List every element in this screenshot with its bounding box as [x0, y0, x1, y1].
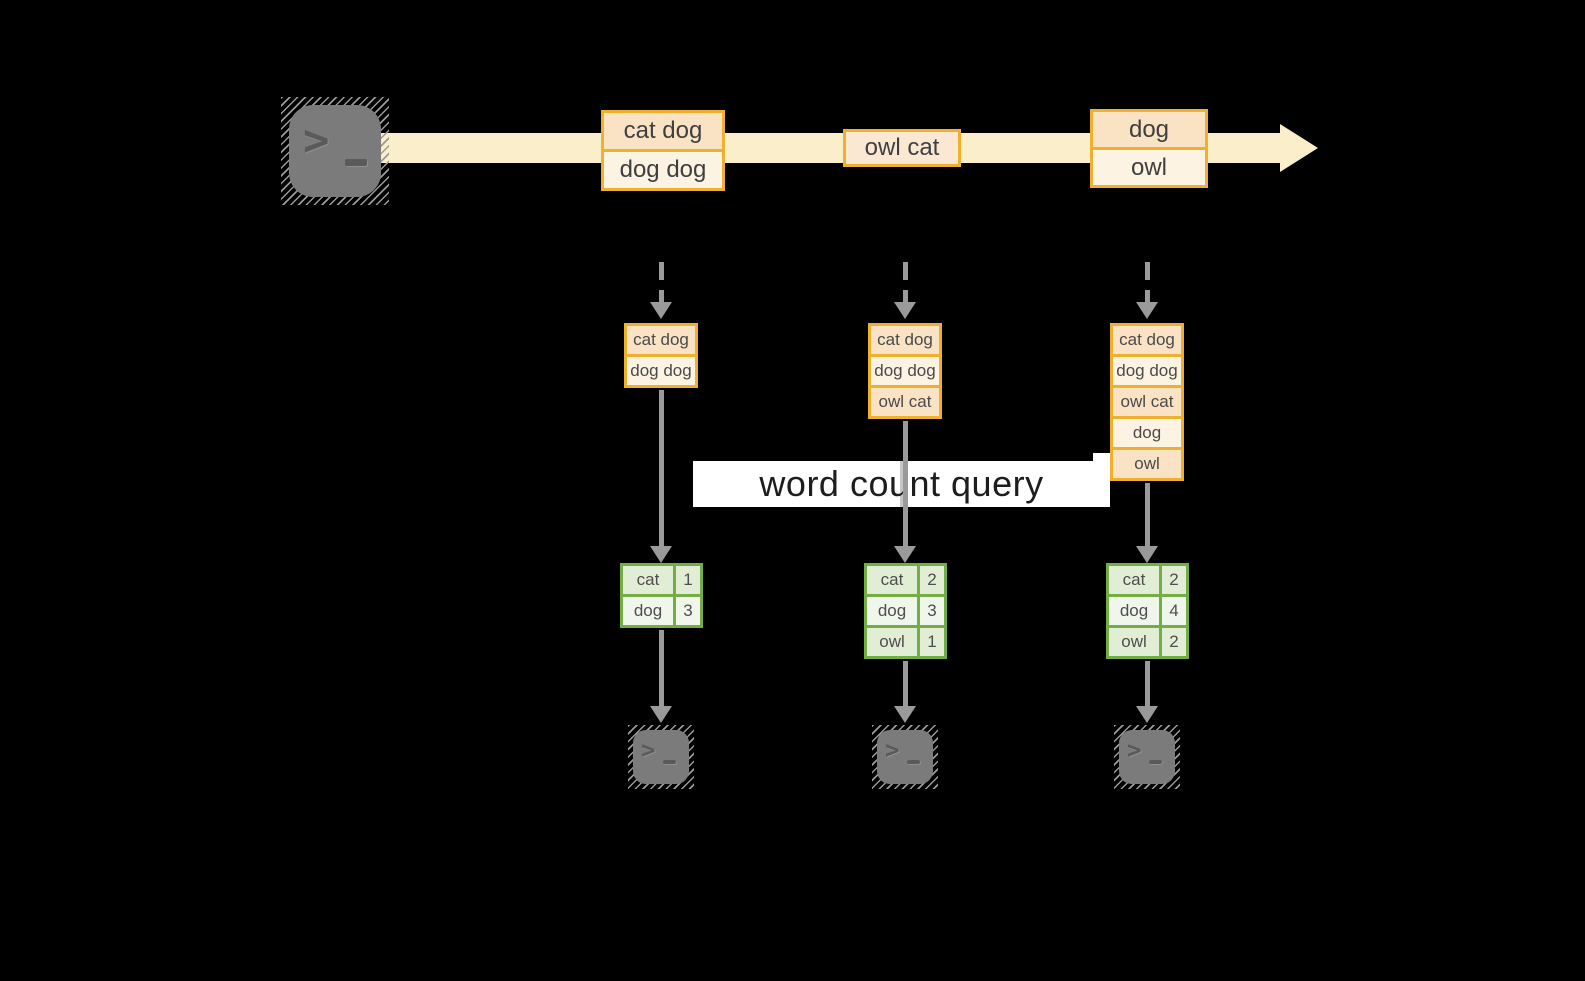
dashed-arrow	[650, 262, 672, 319]
count-table-3: cat 2 dog 4 owl 2	[1106, 563, 1189, 659]
arrowhead-icon	[894, 706, 916, 723]
sink-terminal-icon: >	[1114, 725, 1180, 789]
event-cell: dog	[1093, 112, 1205, 147]
arrow-line	[658, 630, 664, 706]
arrow-line	[1144, 262, 1150, 302]
buffer-cell: owl	[1113, 447, 1181, 478]
query-band-stub	[1093, 453, 1110, 481]
table-row: dog 3	[867, 594, 944, 625]
table-row: owl 1	[867, 625, 944, 656]
word-cell: owl	[867, 628, 917, 656]
table-row: cat 1	[623, 566, 700, 594]
sink-terminal-icon: >	[628, 725, 694, 789]
count-table-2: cat 2 dog 3 owl 1	[864, 563, 947, 659]
buffer-stack-3: cat dog dog dog owl cat dog owl	[1110, 323, 1184, 481]
arrowhead-icon	[650, 302, 672, 319]
buffer-cell: owl cat	[1113, 385, 1181, 416]
buffer-cell: dog dog	[871, 354, 939, 385]
buffer-cell: cat dog	[627, 326, 695, 354]
buffer-stack-2: cat dog dog dog owl cat	[868, 323, 942, 419]
word-cell: owl	[1109, 628, 1159, 656]
word-cell: cat	[867, 566, 917, 594]
word-cell: cat	[1109, 566, 1159, 594]
sink-terminal-icon: >	[872, 725, 938, 789]
flow-arrow	[650, 630, 672, 723]
count-cell: 2	[917, 566, 944, 594]
event-cell: cat dog	[604, 113, 722, 149]
arrow-line	[902, 661, 908, 706]
event-box-2: owl cat	[843, 129, 961, 167]
word-cell: dog	[1109, 597, 1159, 625]
prompt-underscore-icon	[907, 760, 920, 764]
flow-arrow	[650, 390, 672, 563]
dashed-arrow	[894, 262, 916, 319]
count-cell: 1	[673, 566, 700, 594]
arrowhead-icon	[894, 546, 916, 563]
buffer-cell: cat dog	[871, 326, 939, 354]
table-row: owl 2	[1109, 625, 1186, 656]
word-cell: dog	[867, 597, 917, 625]
event-box-3: dog owl	[1090, 109, 1208, 188]
arrowhead-icon	[650, 546, 672, 563]
count-cell: 3	[917, 597, 944, 625]
prompt-chevron-icon: >	[303, 115, 330, 166]
word-cell: cat	[623, 566, 673, 594]
prompt-underscore-icon	[1149, 760, 1162, 764]
flow-arrow	[1136, 483, 1158, 563]
query-label: word count query	[759, 463, 1044, 504]
arrowhead-icon	[1136, 706, 1158, 723]
prompt-chevron-icon: >	[885, 736, 900, 764]
terminal-body	[289, 105, 381, 197]
word-cell: dog	[623, 597, 673, 625]
prompt-chevron-icon: >	[641, 736, 656, 764]
arrowhead-icon	[1136, 546, 1158, 563]
source-terminal-icon: >	[281, 97, 389, 205]
table-row: cat 2	[1109, 566, 1186, 594]
event-cell: owl cat	[846, 132, 958, 164]
count-cell: 1	[917, 628, 944, 656]
buffer-cell: owl cat	[871, 385, 939, 416]
arrow-line	[1144, 661, 1150, 706]
flow-arrow	[894, 661, 916, 723]
arrowhead-icon	[894, 302, 916, 319]
table-row: dog 4	[1109, 594, 1186, 625]
buffer-stack-1: cat dog dog dog	[624, 323, 698, 388]
count-cell: 2	[1159, 628, 1186, 656]
event-box-1: cat dog dog dog	[601, 110, 725, 191]
dashed-arrow	[1136, 262, 1158, 319]
event-cell: owl	[1093, 147, 1205, 185]
flow-arrow	[1136, 661, 1158, 723]
count-cell: 3	[673, 597, 700, 625]
flow-arrow	[894, 421, 916, 563]
count-cell: 4	[1159, 597, 1186, 625]
table-row: dog 3	[623, 594, 700, 625]
arrow-line	[1144, 483, 1150, 546]
prompt-underscore-icon	[663, 760, 676, 764]
stream-arrowhead-icon	[1280, 124, 1318, 172]
prompt-chevron-icon: >	[1127, 736, 1142, 764]
table-row: cat 2	[867, 566, 944, 594]
buffer-cell: dog dog	[627, 354, 695, 385]
count-table-1: cat 1 dog 3	[620, 563, 703, 628]
buffer-cell: dog dog	[1113, 354, 1181, 385]
buffer-cell: dog	[1113, 416, 1181, 447]
arrow-line	[902, 421, 908, 546]
event-cell: dog dog	[604, 149, 722, 188]
arrow-line	[658, 390, 664, 546]
prompt-underscore-icon	[345, 159, 367, 166]
arrow-line	[658, 262, 664, 302]
arrowhead-icon	[650, 706, 672, 723]
count-cell: 2	[1159, 566, 1186, 594]
arrowhead-icon	[1136, 302, 1158, 319]
arrow-line	[902, 262, 908, 302]
terminal-body	[877, 730, 933, 784]
terminal-body	[633, 730, 689, 784]
terminal-body	[1119, 730, 1175, 784]
buffer-cell: cat dog	[1113, 326, 1181, 354]
